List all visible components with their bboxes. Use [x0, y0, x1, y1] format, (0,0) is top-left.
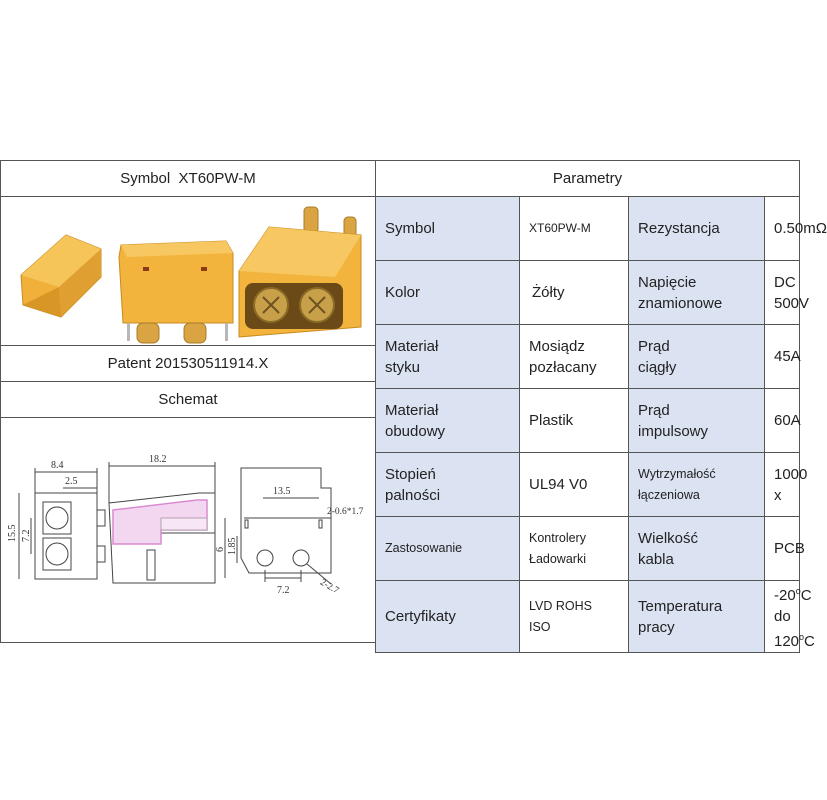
- patent-text: Patent 201530511914.X: [107, 355, 269, 372]
- param-value: 0.50mΩ: [764, 196, 827, 261]
- parametry-header-text: Parametry: [552, 170, 623, 187]
- dim-8-4: 8.4: [51, 460, 64, 471]
- dim-1-85: 1.85: [227, 538, 238, 556]
- symbol-header-text: Symbol XT60PW-M: [120, 170, 256, 187]
- param-label: Kolor: [375, 260, 520, 325]
- param-value: 1000 x: [764, 452, 807, 517]
- dim-2-5: 2.5: [65, 476, 78, 487]
- param-value: XT60PW-M: [519, 196, 629, 261]
- param-value: LVD ROHS ISO: [519, 580, 629, 653]
- datasheet: Symbol XT60PW-M: [0, 160, 827, 653]
- table-row: Materiał obudowy Plastik Prąd impulsowy …: [375, 388, 801, 453]
- param-label: Prąd impulsowy: [628, 388, 765, 453]
- connector-side-image: [118, 240, 234, 344]
- connector-cap-image: [20, 234, 102, 318]
- dim-slot: 2-0.6*1.7: [327, 507, 364, 517]
- dim-7-2-left: 7.2: [21, 530, 32, 543]
- param-label: Stopień palności: [375, 452, 520, 517]
- temperature-value: -20oC do 120oC: [764, 580, 815, 653]
- dim-13-5: 13.5: [273, 486, 291, 497]
- schematic-cell: 8.4 2.5 15.5 7.2 18.2 13.5 2-0.6*1.7 6 1…: [0, 417, 376, 643]
- connector-photos: [20, 206, 362, 344]
- param-label: Materiał styku: [375, 324, 520, 389]
- schematic-header: Schemat: [0, 381, 376, 418]
- param-value: 60A: [764, 388, 801, 453]
- table-row: Kolor Żółty Napięcie znamionowe DC 500V: [375, 260, 809, 325]
- param-label: Wielkość kabla: [628, 516, 765, 581]
- dim-6: 6: [215, 547, 226, 552]
- param-label: Napięcie znamionowe: [628, 260, 765, 325]
- param-value: Żółty: [519, 260, 629, 325]
- param-label: Rezystancja: [628, 196, 765, 261]
- table-row: Materiał styku Mosiądz pozłacany Prąd ci…: [375, 324, 801, 389]
- param-label: Temperatura pracy: [628, 580, 765, 653]
- table-row: Symbol XT60PW-M Rezystancja 0.50mΩ: [375, 196, 827, 261]
- dim-7-2-bottom: 7.2: [277, 585, 290, 596]
- param-value: Plastik: [519, 388, 629, 453]
- connector-photo-cell: [0, 196, 376, 346]
- dim-18-2: 18.2: [149, 454, 167, 465]
- connector-front-image: [238, 206, 362, 338]
- table-row: Zastosowanie Kontrolery Ładowarki Wielko…: [375, 516, 805, 581]
- schematic-header-text: Schemat: [158, 391, 218, 408]
- patent-cell: Patent 201530511914.X: [0, 345, 376, 382]
- symbol-header: Symbol XT60PW-M: [0, 160, 376, 197]
- table-row: Stopień palności UL94 V0 Wytrzymałość łą…: [375, 452, 807, 517]
- param-value: UL94 V0: [519, 452, 629, 517]
- param-label: Wytrzymałość łączeniowa: [628, 452, 765, 517]
- param-value: DC 500V: [764, 260, 809, 325]
- table-row: Certyfikaty LVD ROHS ISO Temperatura pra…: [375, 580, 815, 653]
- technical-drawing: 8.4 2.5 15.5 7.2 18.2 13.5 2-0.6*1.7 6 1…: [7, 454, 364, 597]
- param-label: Prąd ciągły: [628, 324, 765, 389]
- param-value: Mosiądz pozłacany: [519, 324, 629, 389]
- dim-hole: 2-2.7: [318, 578, 340, 597]
- param-label: Symbol: [375, 196, 520, 261]
- param-label: Certyfikaty: [375, 580, 520, 653]
- section-highlight: [112, 499, 208, 581]
- dim-15-5: 15.5: [7, 525, 18, 543]
- param-label: Zastosowanie: [375, 516, 520, 581]
- param-value: Kontrolery Ładowarki: [519, 516, 629, 581]
- parameters-table: Symbol XT60PW-M Rezystancja 0.50mΩ Kolor…: [375, 196, 827, 653]
- param-value: PCB: [764, 516, 805, 581]
- param-label: Materiał obudowy: [375, 388, 520, 453]
- param-value: 45A: [764, 324, 801, 389]
- parametry-header: Parametry: [375, 160, 800, 197]
